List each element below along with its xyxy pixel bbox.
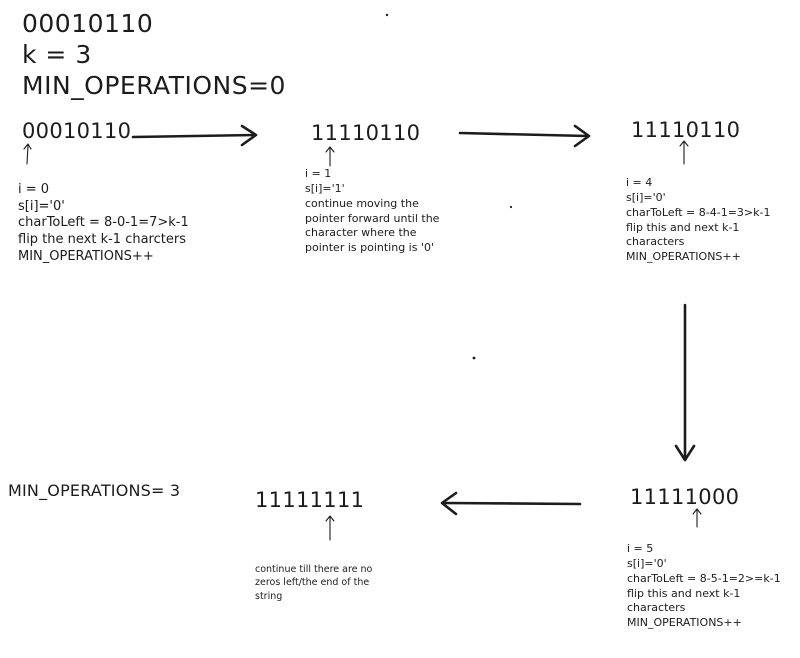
header-min-operations: MIN_OPERATIONS=0 — [22, 71, 286, 100]
arrow-step4-to-step5 — [440, 491, 582, 516]
stray-dots — [385, 13, 513, 360]
step2-notes: i = 1 s[i]='1' continue moving the point… — [305, 167, 440, 255]
pointer-arrow-step3 — [679, 140, 689, 165]
step2-string: 11110110 — [311, 121, 421, 145]
step5-notes: continue till there are no zeros left/th… — [255, 564, 373, 602]
step1-string: 00010110 — [22, 119, 132, 143]
step1-notes: i = 0 s[i]='0' charToLeft = 8-0-1=7>k-1 … — [18, 182, 189, 264]
step3-notes: i = 4 s[i]='0' charToLeft = 8-4-1=3>k-1 … — [626, 176, 771, 264]
step3-string: 11110110 — [631, 118, 741, 142]
step4-string: 11111000 — [630, 485, 740, 509]
arrow-step2-to-step3 — [458, 124, 591, 148]
step4-notes: i = 5 s[i]='0' charToLeft = 8-5-1=2>=k-1… — [627, 542, 781, 630]
pointer-arrow-step2 — [325, 146, 335, 167]
pointer-arrow-step5 — [325, 515, 335, 541]
header-k-value: k = 3 — [22, 40, 92, 69]
header-input-string: 00010110 — [22, 9, 154, 38]
arrow-step1-to-step2 — [131, 124, 258, 147]
step5-string: 11111111 — [255, 488, 365, 512]
result-min-operations: MIN_OPERATIONS= 3 — [8, 481, 181, 500]
arrow-step3-to-step4 — [674, 303, 696, 462]
pointer-arrow-step4 — [692, 508, 702, 528]
pointer-arrow-step1 — [23, 143, 32, 165]
